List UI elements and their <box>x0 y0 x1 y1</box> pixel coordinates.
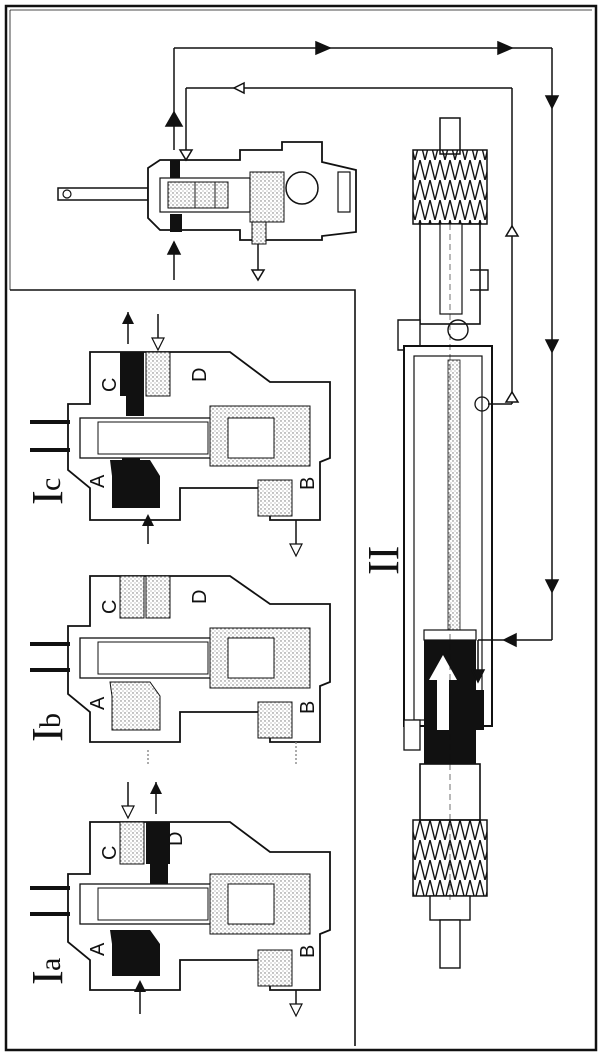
valve-ic-section <box>30 312 331 558</box>
valve-ii-schematic <box>57 141 357 245</box>
rack-assembly-ii <box>397 117 493 969</box>
label-ib-sub: b <box>34 713 67 728</box>
panel-divider <box>10 289 356 1046</box>
port-d-ia: D <box>165 832 187 846</box>
flow-arrows-ii <box>470 48 560 684</box>
label-ib-main: I <box>23 727 72 742</box>
label-ia-sub: a <box>34 958 67 971</box>
valve-ib-section <box>30 575 331 764</box>
port-c-ia: C <box>99 846 121 860</box>
port-a-ia: A <box>87 942 109 956</box>
label-ii-text: II <box>359 546 408 575</box>
label-ic-sub: c <box>34 478 67 491</box>
port-c-ic: C <box>99 378 121 392</box>
label-ic-main: I <box>23 490 72 505</box>
port-b-ib: B <box>297 701 319 714</box>
port-d-ic: D <box>189 368 211 382</box>
port-a-ic: A <box>87 474 109 488</box>
label-ic: I c <box>23 478 72 505</box>
label-ib: I b <box>23 713 72 742</box>
label-ia-main: I <box>23 970 72 985</box>
port-a-ib: A <box>87 696 109 710</box>
label-ia: I a <box>23 958 72 985</box>
valve-ia-section <box>30 782 331 1018</box>
port-d-ib: D <box>189 590 211 604</box>
port-c-ib: C <box>99 600 121 614</box>
port-b-ia: B <box>297 945 319 958</box>
port-b-ic: B <box>297 477 319 490</box>
flow-arrows-valve-ii <box>164 40 552 282</box>
outer-frame <box>4 4 598 1052</box>
label-ii: II <box>359 546 408 575</box>
